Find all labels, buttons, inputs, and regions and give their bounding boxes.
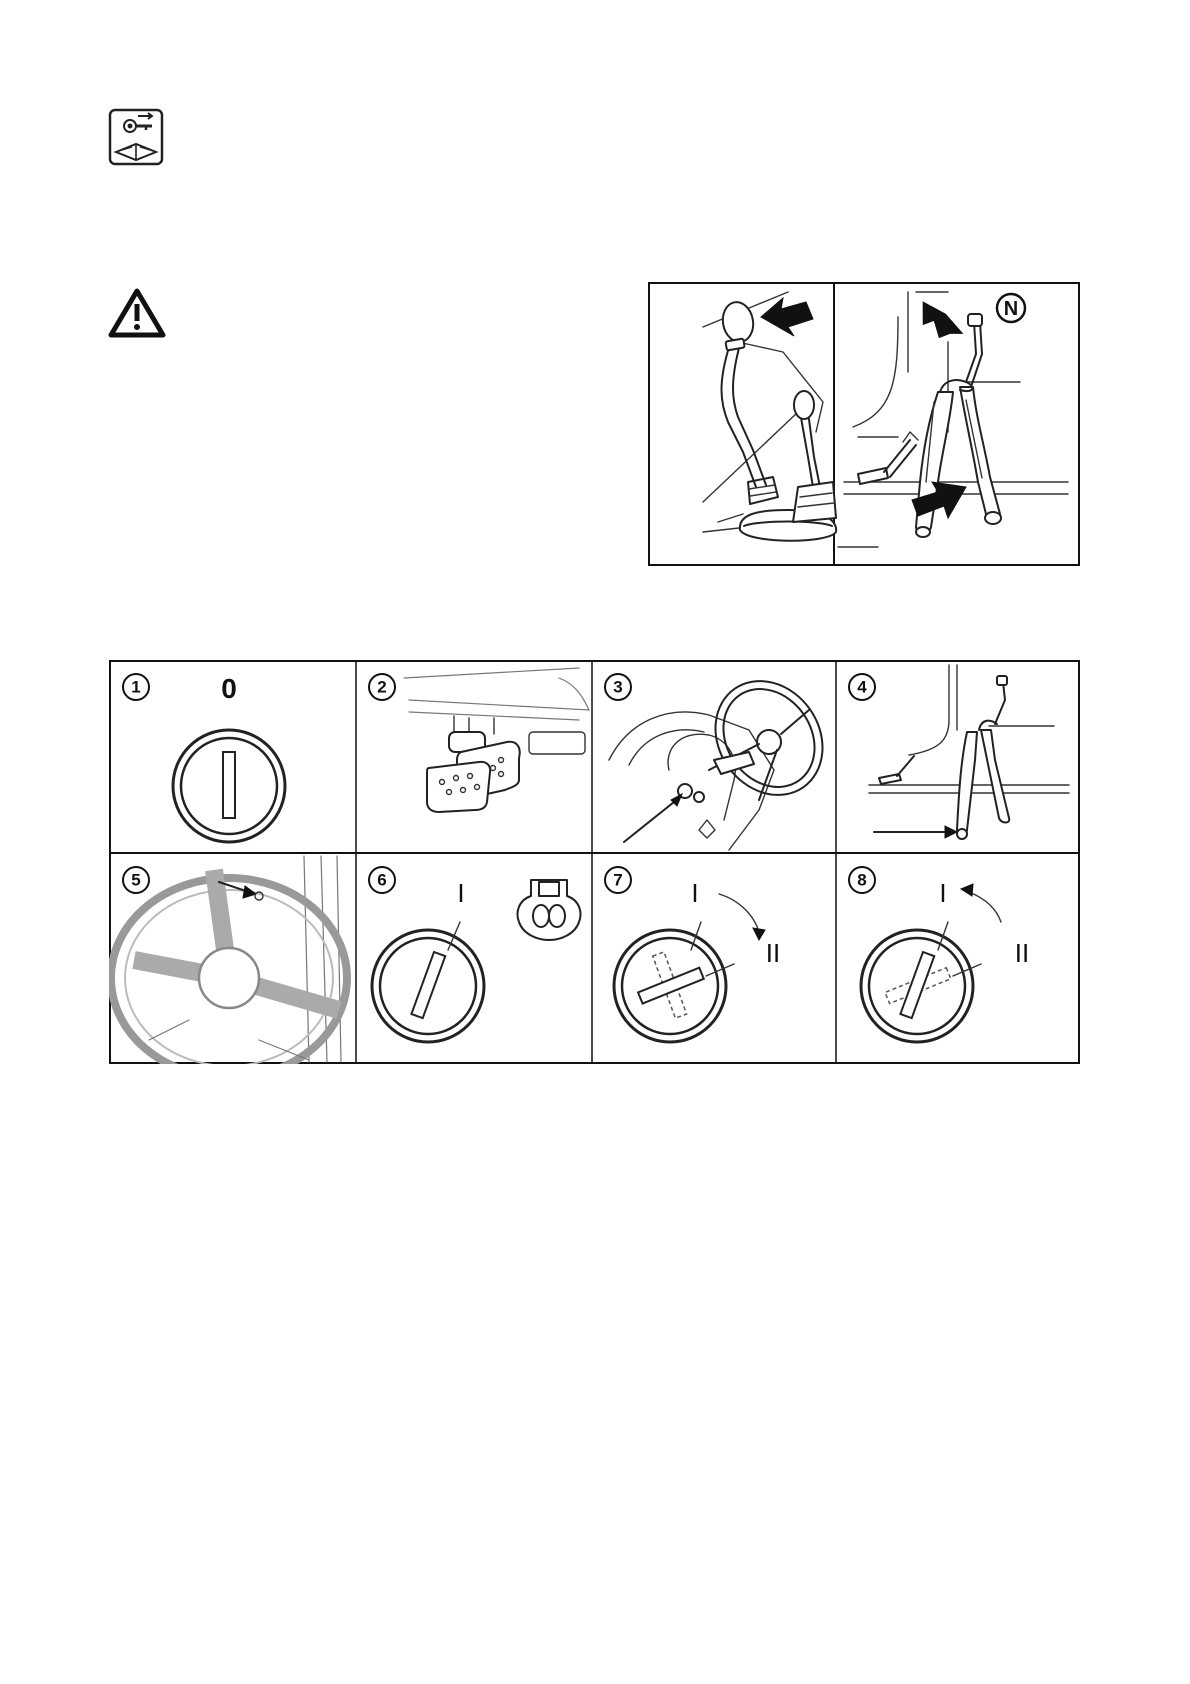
- key-and-manual-icon: [108, 108, 164, 166]
- step-1-number: 1: [131, 678, 140, 697]
- step-8-number: 8: [857, 871, 866, 890]
- step-5-number: 5: [131, 871, 140, 890]
- warning-triangle-icon: [108, 288, 166, 338]
- step-8-position-label: I: [939, 878, 946, 908]
- step-7-number: 7: [613, 871, 622, 890]
- step-2-number: 2: [377, 678, 386, 697]
- step-4-number: 4: [857, 678, 867, 697]
- startup-steps-figure: 1 0 2 3: [109, 660, 1080, 1064]
- step-6-position-label: I: [457, 878, 464, 908]
- neutral-label: N: [1004, 298, 1018, 320]
- step-1-position-label: 0: [221, 673, 237, 704]
- step-3-number: 3: [613, 678, 622, 697]
- step-6-number: 6: [377, 871, 386, 890]
- step-8-position-label-2: II: [1015, 938, 1029, 968]
- step-7-position-label: I: [691, 878, 698, 908]
- gear-levers-figure: N: [648, 282, 1080, 566]
- step-7-position-label-2: II: [766, 938, 780, 968]
